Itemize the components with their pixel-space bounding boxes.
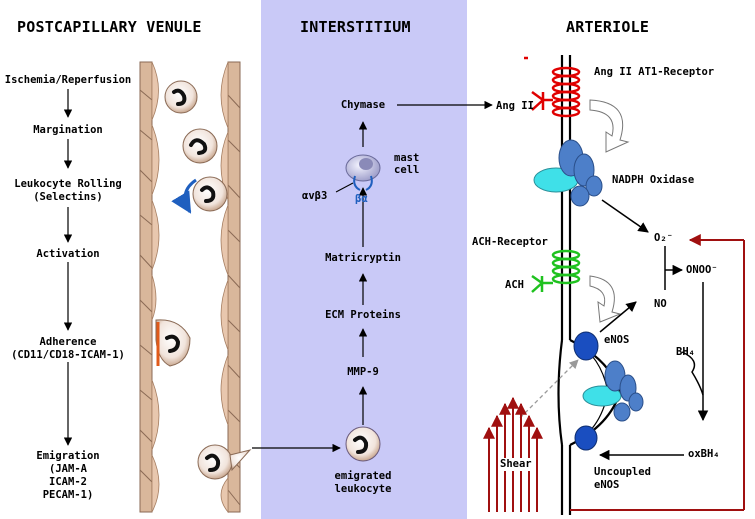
step-ischemia: Ischemia/Reperfusion (4, 74, 132, 86)
step-rolling: Leukocyte Rolling (14, 178, 122, 190)
curved-white-arrow-1 (589, 99, 630, 153)
at1-label: Ang II AT1-Receptor (594, 66, 715, 78)
interstitium-header: INTERSTITIUM (300, 18, 411, 36)
nadph-to-o2-arrow (601, 199, 649, 233)
venule-right-wall (227, 61, 241, 513)
leukocyte-rolling (171, 176, 228, 214)
step-rolling-detail: (Selectins) (33, 191, 103, 203)
nadph-oxidase-2 (582, 360, 644, 422)
step-emigration: Emigration (36, 450, 100, 462)
endothelial-cells (151, 61, 229, 514)
enos-to-no-arrow (599, 301, 637, 333)
nadph-label: NADPH Oxidase (612, 174, 695, 186)
uncoupled-label-2: eNOS (594, 479, 620, 491)
emigrated-leukocyte (345, 426, 381, 462)
step-adherence-detail: (CD11/CD18-ICAM-1) (11, 349, 125, 361)
mast-cell-label-2: cell (394, 164, 420, 176)
ecm-label: ECM Proteins (325, 309, 401, 321)
leukocyte-emigrating (197, 444, 252, 480)
bh4-label: BH₄ (676, 346, 695, 358)
at1-receptor (524, 56, 581, 118)
ach-receptor-label: ACH-Receptor (472, 236, 548, 248)
step-activation: Activation (36, 248, 100, 260)
o2-label: O₂⁻ (654, 232, 673, 244)
leukocyte-adherent (155, 319, 191, 367)
enos-uncoupled (574, 425, 598, 451)
shear-arrows (483, 396, 543, 512)
ach-receptor (531, 249, 581, 293)
integrin-label: αvβ3 (302, 190, 328, 202)
venule-left-wall (139, 61, 153, 513)
leukocyte-2 (182, 128, 218, 164)
onoo-reaction-lines (664, 246, 709, 422)
step-margination: Margination (33, 124, 103, 136)
mast-cell-label: mast (394, 152, 420, 164)
ach-label: ACH (505, 279, 524, 291)
venule-header: POSTCAPILLARY VENULE (17, 18, 202, 36)
onoo-label: ONOO⁻ (686, 264, 718, 276)
uncoupled-label: Uncoupled (594, 466, 651, 478)
curved-white-arrow-2 (589, 275, 622, 323)
no-label: NO (654, 298, 667, 310)
beta-alpha-label: βα (355, 193, 368, 205)
step-emigration-icam: ICAM-2 (49, 476, 87, 488)
superoxide-feedback-loop (570, 234, 745, 511)
nadph-oxidase (533, 139, 603, 207)
arteriole-header: ARTERIOLE (566, 18, 650, 36)
matricryptin-label: Matricryptin (325, 252, 401, 264)
enos-label: eNOS (604, 334, 630, 346)
mast-cell (335, 154, 381, 193)
step-emigration-pecam: PECAM-1) (42, 489, 94, 501)
enos-coupled (573, 331, 599, 361)
emigrated-label: emigrated (334, 470, 392, 482)
step-emigration-jam: (JAM-A (49, 463, 87, 475)
leukocyte-1 (164, 80, 198, 114)
angii-label: Ang II (496, 100, 534, 112)
step-adherence: Adherence (39, 336, 97, 348)
chymase-label: Chymase (340, 99, 386, 111)
shear-dashed-arrow (519, 359, 579, 419)
mmp9-label: MMP-9 (347, 366, 379, 378)
oxbh4-label: oxBH₄ (688, 448, 720, 460)
shear-label: Shear (498, 458, 534, 471)
leukocyte-label: leukocyte (334, 483, 392, 495)
